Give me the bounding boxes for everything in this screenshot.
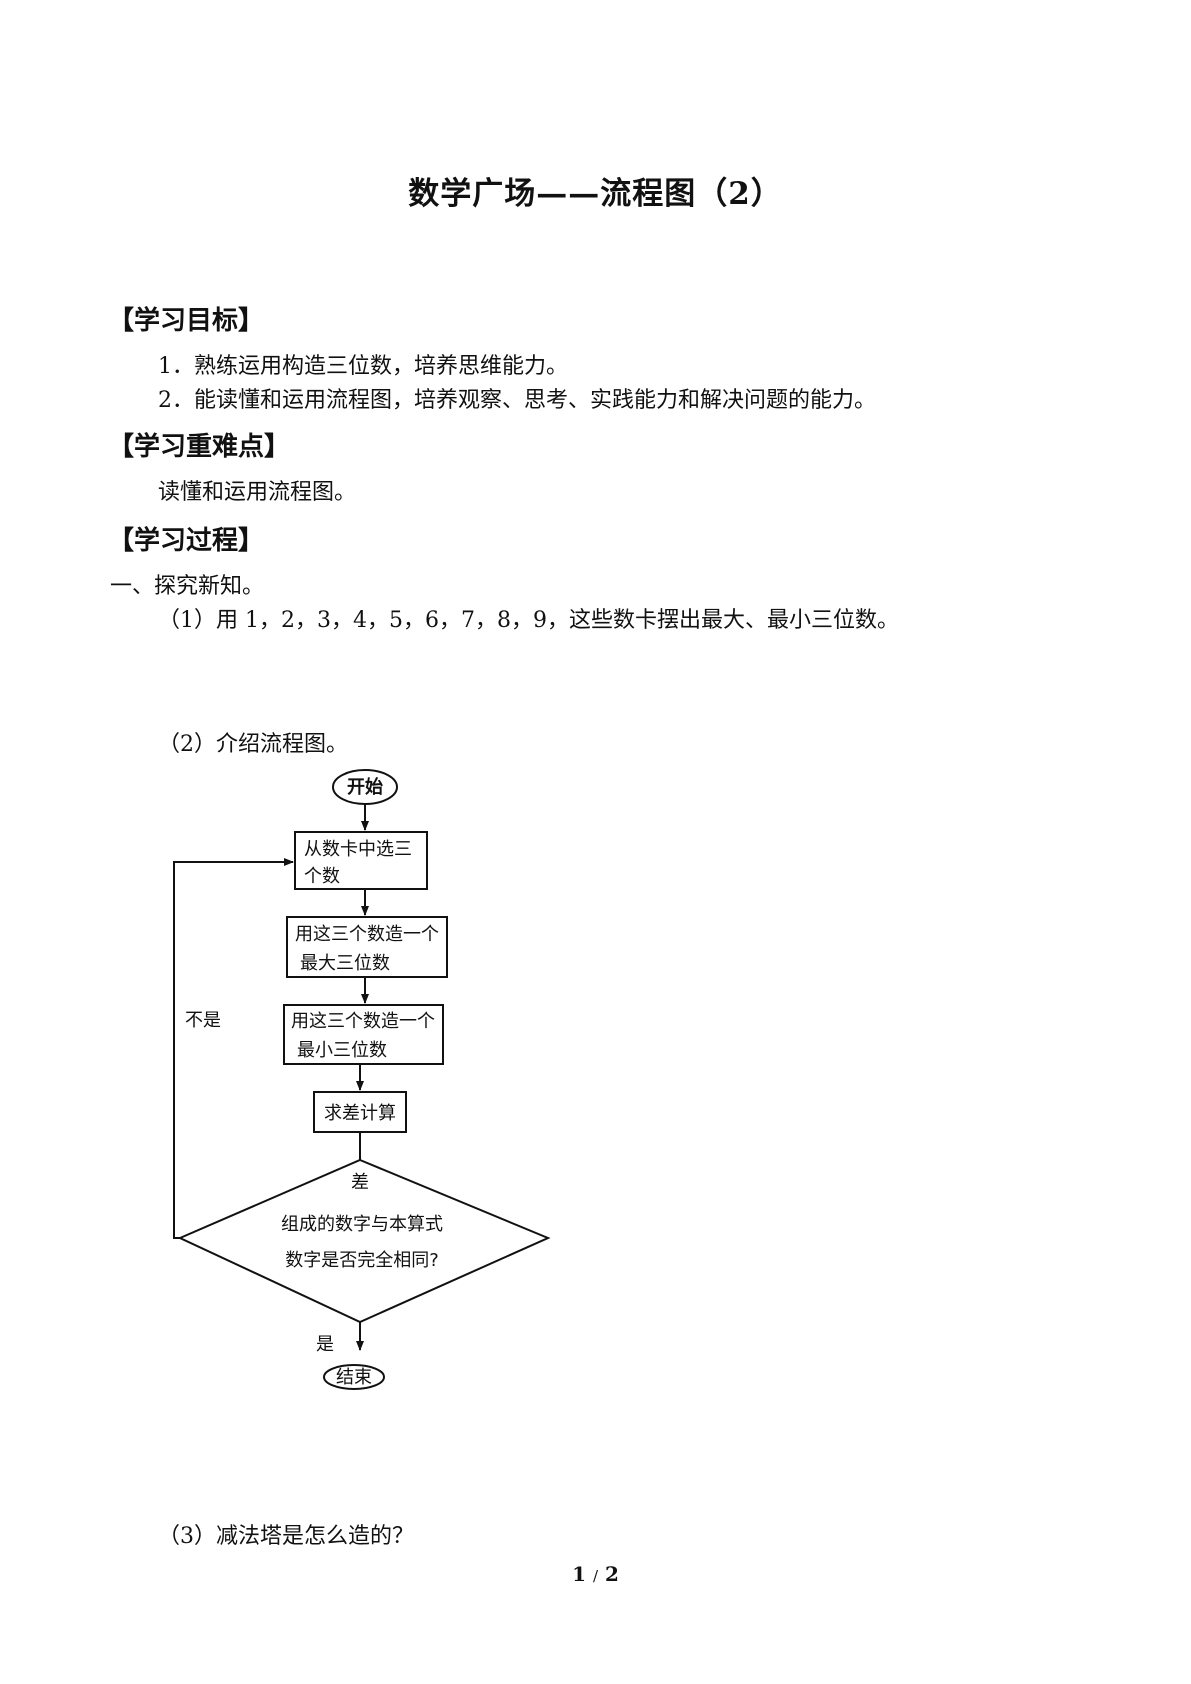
step-min-line2: 最小三位数	[297, 1040, 387, 1061]
loop-back-arrow	[173, 858, 294, 1239]
step-min-box	[283, 1004, 444, 1065]
page-separator: /	[592, 1567, 599, 1585]
page-number: 1 / 2	[0, 1562, 1191, 1586]
part-one-label: 一、探究新知。	[110, 574, 265, 599]
question-2: （2）介绍流程图。	[158, 732, 348, 757]
step-select-line2: 个数	[304, 866, 340, 887]
no-label: 不是	[185, 1010, 221, 1031]
decision-line1: 组成的数字与本算式	[281, 1214, 443, 1235]
process-heading: 【学习过程】	[108, 526, 265, 556]
step-max-line1: 用这三个数造一个	[295, 924, 439, 945]
step-min-line1: 用这三个数造一个	[291, 1011, 435, 1032]
step-select-line1: 从数卡中选三	[304, 839, 412, 860]
question-3: （3）减法塔是怎么造的？	[158, 1524, 414, 1549]
decision-line2: 数字是否完全相同?	[285, 1250, 439, 1271]
step-max-line2: 最大三位数	[300, 953, 390, 974]
step-max-box	[286, 916, 448, 978]
step-diff-label: 求差计算	[324, 1103, 396, 1124]
step-select-box	[294, 831, 428, 890]
page-current: 1	[572, 1562, 586, 1586]
end-node	[323, 1364, 385, 1390]
start-label: 开始	[347, 776, 383, 798]
end-label: 结束	[336, 1367, 372, 1388]
objectives-heading: 【学习目标】	[108, 306, 265, 336]
key-points-text: 读懂和运用流程图。	[158, 480, 357, 505]
page-total: 2	[605, 1562, 619, 1586]
yes-label: 是	[316, 1334, 334, 1355]
question-1: （1）用 1，2，3，4，5，6，7，8，9，这些数卡摆出最大、最小三位数。	[158, 608, 899, 633]
objective-item-1: 1．熟练运用构造三位数，培养思维能力。	[158, 354, 568, 379]
objective-item-2: 2．能读懂和运用流程图，培养观察、思考、实践能力和解决问题的能力。	[158, 388, 876, 413]
key-points-heading: 【学习重难点】	[108, 432, 291, 462]
diff-label: 差	[351, 1172, 369, 1193]
page-title: 数学广场——流程图（2）	[408, 176, 783, 212]
